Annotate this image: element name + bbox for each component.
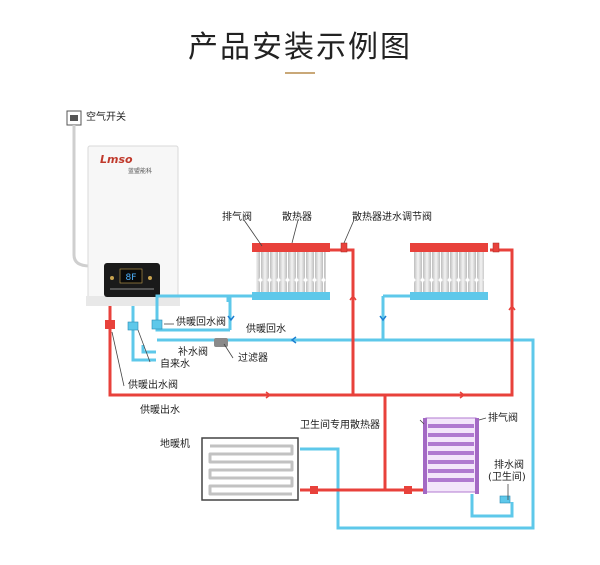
exhaust-valve-label: 排气阀 [222, 212, 252, 223]
filter [214, 338, 228, 347]
tap-water-label: 自来水 [160, 359, 190, 370]
floor-heating-unit [201, 437, 299, 501]
radiator-2 [410, 242, 500, 300]
return-valve [151, 319, 163, 330]
air-switch-label: 空气开关 [86, 112, 126, 123]
heating-return-water-label: 供暖回水 [246, 324, 286, 335]
air-switch [66, 110, 82, 126]
heating-return-valve-label: 供暖回水阀 [176, 317, 226, 328]
svg-text:8F: 8F [126, 273, 137, 283]
exhaust-valve-2-label: 排气阀 [488, 413, 518, 424]
drain-valve-note: (卫生间) [488, 472, 526, 483]
radiator-1 [252, 242, 348, 300]
page-title: 产品安装示例图 [188, 30, 412, 65]
filter-label: 过滤器 [238, 353, 268, 364]
radiator-inlet-valve-label: 散热器进水调节阀 [352, 212, 432, 223]
makeup-valve-label: 补水阀 [178, 347, 208, 358]
leader-lines [111, 219, 509, 500]
brand-logo: Lmso [100, 153, 133, 166]
floor-heating-valve [310, 486, 318, 494]
return-pipe-network [131, 294, 535, 530]
flow-arrows [227, 294, 516, 399]
bathroom-radiator [423, 417, 479, 494]
brand-subtitle: 蓝盟能科 [128, 168, 153, 175]
title-divider [285, 72, 315, 74]
bathroom-radiator-label: 卫生间专用散热器 [300, 420, 380, 431]
power-cable [72, 125, 91, 268]
drain-valve-label: 排水阀 [494, 460, 524, 471]
supply-outlet-valve [105, 320, 115, 329]
floor-heating-label: 地暖机 [160, 439, 190, 450]
bath-valve [404, 486, 412, 494]
heating-outlet-water-label: 供暖出水 [140, 405, 180, 416]
heating-outlet-valve-label: 供暖出水阀 [128, 380, 178, 391]
radiator-label: 散热器 [282, 212, 312, 223]
makeup-valve [127, 321, 139, 331]
drain-valve [499, 495, 511, 504]
boiler-unit: 8F [86, 145, 180, 306]
